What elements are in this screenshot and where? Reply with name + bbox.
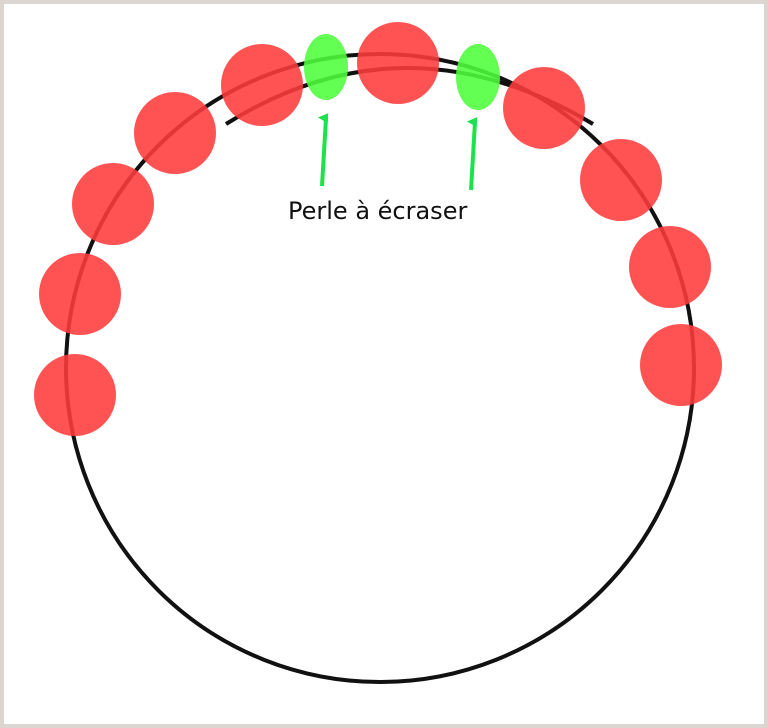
crimp-beads [304,34,500,110]
crimp-bead-label: Perle à écraser [288,197,467,225]
red-bead [39,253,121,335]
red-beads [34,22,722,436]
red-bead [134,92,216,174]
red-bead [72,163,154,245]
red-bead [357,22,439,104]
crimp-bead-right [456,44,500,110]
red-bead [640,324,722,406]
red-bead [34,354,116,436]
pointer-arrow-right [467,117,478,191]
pointer-arrow-left [318,113,329,187]
crimp-bead-left [304,34,348,100]
red-bead [503,67,585,149]
red-bead [580,139,662,221]
red-bead [221,44,303,126]
red-bead [629,226,711,308]
